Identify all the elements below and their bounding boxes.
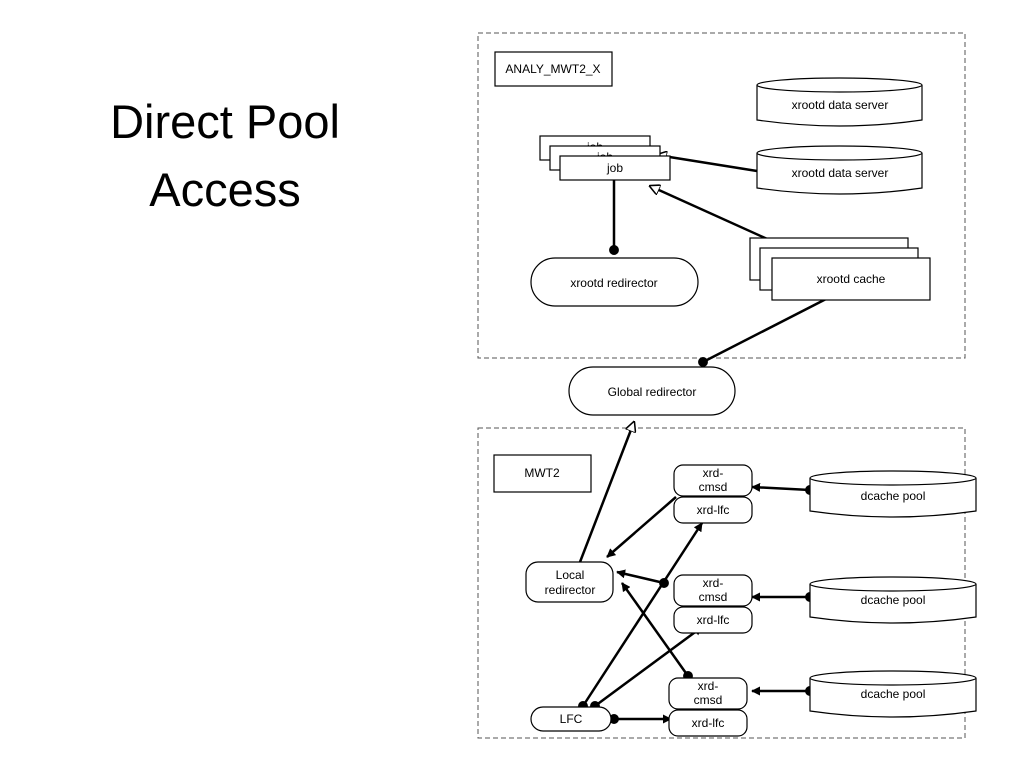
- cmsd-2-label-line-1: xrd-: [703, 576, 724, 590]
- xrootd-data-server-2-label: xrootd data server: [792, 166, 889, 180]
- xrd-lfc-1-label: xrd-lfc: [697, 503, 730, 517]
- lfc-node-label: LFC: [560, 712, 583, 726]
- edge-pool1-to-cmsd1: [751, 482, 815, 495]
- edge-lfc-to-xrdlfc2: [590, 625, 703, 711]
- edge-cmsd1-to-local: [606, 496, 677, 558]
- cmsd-3-label-line-1: xrd-: [698, 679, 719, 693]
- job-stack: job job job: [539, 135, 671, 181]
- edge-cache-to-global-redirector: [698, 296, 829, 367]
- lfc-node: LFC: [530, 706, 612, 732]
- cmsd-node-3: xrd- cmsd: [668, 677, 748, 710]
- xrd-lfc-3-label: xrd-lfc: [692, 716, 725, 730]
- xrootd-cache-label: xrootd cache: [817, 272, 886, 286]
- cmsd-3-label-line-2: cmsd: [694, 693, 723, 707]
- global-redirector-label: Global redirector: [608, 385, 697, 399]
- local-redirector-label-line-1: Local: [556, 568, 585, 582]
- cmsd-node-1: xrd- cmsd: [673, 464, 753, 497]
- cmsd-1-label-line-2: cmsd: [699, 480, 728, 494]
- local-redirector-label-line-2: redirector: [545, 583, 596, 597]
- dcache-pool-1-label: dcache pool: [861, 489, 926, 503]
- xrootd-cache-stack: xrootd cache: [749, 237, 931, 301]
- edge-dataserver-to-job: [657, 155, 758, 173]
- xrootd-redirector: xrootd redirector: [530, 257, 699, 307]
- xrd-lfc-node-3: xrd-lfc: [668, 709, 748, 737]
- cmsd-2-label-line-2: cmsd: [699, 590, 728, 604]
- cmsd-node-2: xrd- cmsd: [673, 574, 753, 607]
- dcache-pool-3: dcache pool: [809, 670, 977, 718]
- xrootd-data-server-1: xrootd data server: [756, 77, 923, 127]
- xrd-lfc-2-label: xrd-lfc: [697, 613, 730, 627]
- analy-site-container: [477, 32, 966, 359]
- xrootd-redirector-label: xrootd redirector: [570, 276, 657, 290]
- dcache-pool-1: dcache pool: [809, 470, 977, 518]
- slide-title: Direct Pool Access: [60, 88, 390, 224]
- xrootd-data-server-2: xrootd data server: [756, 145, 923, 195]
- local-redirector: Local redirector: [525, 561, 614, 603]
- dcache-pool-2: dcache pool: [809, 576, 977, 624]
- site-label-text: ANALY_MWT2_X: [505, 62, 600, 76]
- site-label-box: ANALY_MWT2_X: [494, 51, 613, 87]
- edge-cache-to-job: [650, 186, 786, 249]
- connectors: [578, 155, 829, 724]
- job-front-label: job: [606, 161, 623, 175]
- dcache-pool-3-label: dcache pool: [861, 687, 926, 701]
- global-redirector: Global redirector: [568, 366, 736, 416]
- cmsd-1-label-line-1: xrd-: [703, 466, 724, 480]
- mwt2-label-box: MWT2: [493, 454, 592, 493]
- slide-title-line-1: Direct Pool: [110, 95, 340, 148]
- edge-cmsd2-to-local: [616, 569, 669, 588]
- xrd-lfc-node-2: xrd-lfc: [673, 606, 753, 634]
- slide-title-line-2: Access: [149, 163, 301, 216]
- mwt2-label-text: MWT2: [524, 466, 560, 480]
- xrootd-data-server-1-label: xrootd data server: [792, 98, 889, 112]
- xrd-lfc-node-1: xrd-lfc: [673, 496, 753, 524]
- dcache-pool-2-label: dcache pool: [861, 593, 926, 607]
